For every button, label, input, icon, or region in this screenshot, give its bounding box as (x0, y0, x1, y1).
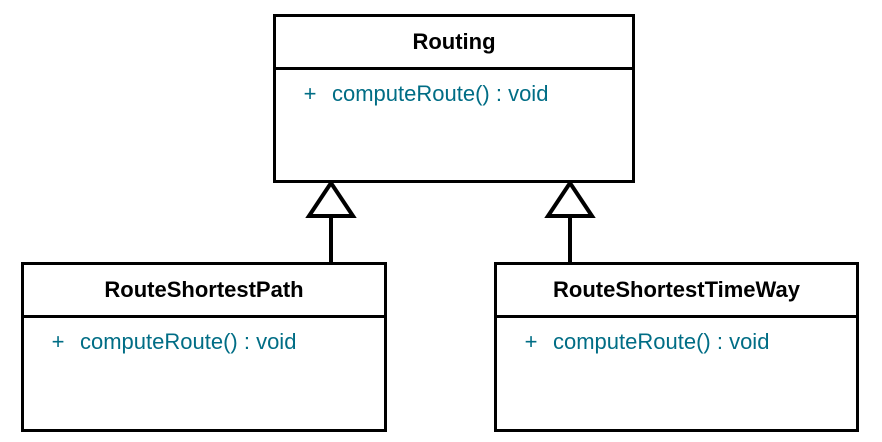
class-header-routeshortestpath: RouteShortestPath (24, 265, 384, 318)
member-visibility-icon: + (51, 329, 65, 354)
class-header-routing: Routing (276, 17, 632, 70)
generalization-routeshortestpath-routing (305, 179, 357, 262)
member-signature: computeRoute() : void (80, 329, 297, 354)
class-box-routing[interactable]: Routing + computeRoute() : void (273, 14, 635, 183)
member-row: + computeRoute() : void (24, 329, 384, 355)
hollow-triangle-arrowhead-right (544, 179, 596, 218)
class-name-routeshortestpath: RouteShortestPath (104, 277, 304, 302)
hollow-triangle-arrowhead-left (305, 179, 357, 218)
class-name-routing: Routing (412, 29, 496, 54)
class-body-routing: + computeRoute() : void (276, 70, 632, 180)
class-box-routeshortesttimeway[interactable]: RouteShortestTimeWay + computeRoute() : … (494, 262, 859, 432)
member-visibility-icon: + (303, 81, 317, 106)
class-body-routeshortesttimeway: + computeRoute() : void (497, 318, 856, 429)
member-signature: computeRoute() : void (553, 329, 770, 354)
class-box-routeshortestpath[interactable]: RouteShortestPath + computeRoute() : voi… (21, 262, 387, 432)
class-body-routeshortestpath: + computeRoute() : void (24, 318, 384, 429)
generalization-routeshortesttimeway-routing (544, 179, 596, 262)
class-name-routeshortesttimeway: RouteShortestTimeWay (553, 277, 800, 302)
member-row: + computeRoute() : void (497, 329, 856, 355)
member-signature: computeRoute() : void (332, 81, 549, 106)
member-row: + computeRoute() : void (276, 81, 632, 107)
class-header-routeshortesttimeway: RouteShortestTimeWay (497, 265, 856, 318)
member-visibility-icon: + (524, 329, 538, 354)
